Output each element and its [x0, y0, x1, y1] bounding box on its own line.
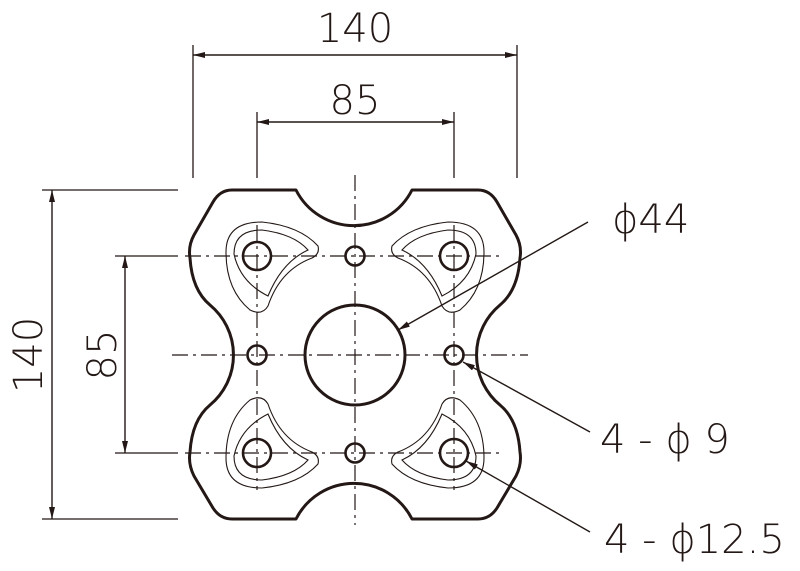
dimension-overall-height-label: 140 [6, 317, 52, 393]
plate-outline [188, 188, 522, 521]
callout-center-bore: ϕ44 [397, 197, 689, 331]
pocket-top-left [225, 221, 319, 313]
large-hole-bottom-right [438, 437, 470, 469]
dimension-overall-width: 140 [192, 6, 518, 178]
small-hole-top [344, 245, 366, 267]
callout-small-holes: 4 - ϕ 9 [462, 361, 730, 463]
center-bore [303, 303, 407, 407]
small-hole-bottom [344, 442, 366, 464]
callout-center-bore-label: ϕ44 [612, 197, 689, 243]
large-hole-top-right [438, 240, 470, 272]
small-hole-right [443, 344, 465, 366]
dimension-overall-height: 140 [6, 189, 178, 520]
dimension-hole-pitch-height-label: 85 [80, 330, 126, 381]
callout-large-holes-label: 4 - ϕ12.5 [604, 517, 785, 563]
callout-small-holes-label: 4 - ϕ 9 [600, 417, 730, 463]
large-hole-top-left [241, 240, 273, 272]
dimension-overall-width-label: 140 [317, 6, 393, 52]
dimension-hole-pitch-width-label: 85 [330, 78, 381, 124]
large-hole-bottom-left [241, 437, 273, 469]
pocket-top-right [391, 221, 485, 313]
callout-large-holes: 4 - ϕ12.5 [465, 460, 785, 563]
pocket-bottom-right [391, 397, 485, 489]
dimension-hole-pitch-height: 85 [80, 255, 178, 454]
small-hole-left [246, 344, 268, 366]
dimension-hole-pitch-width: 85 [256, 78, 455, 178]
pocket-bottom-left [225, 397, 319, 489]
